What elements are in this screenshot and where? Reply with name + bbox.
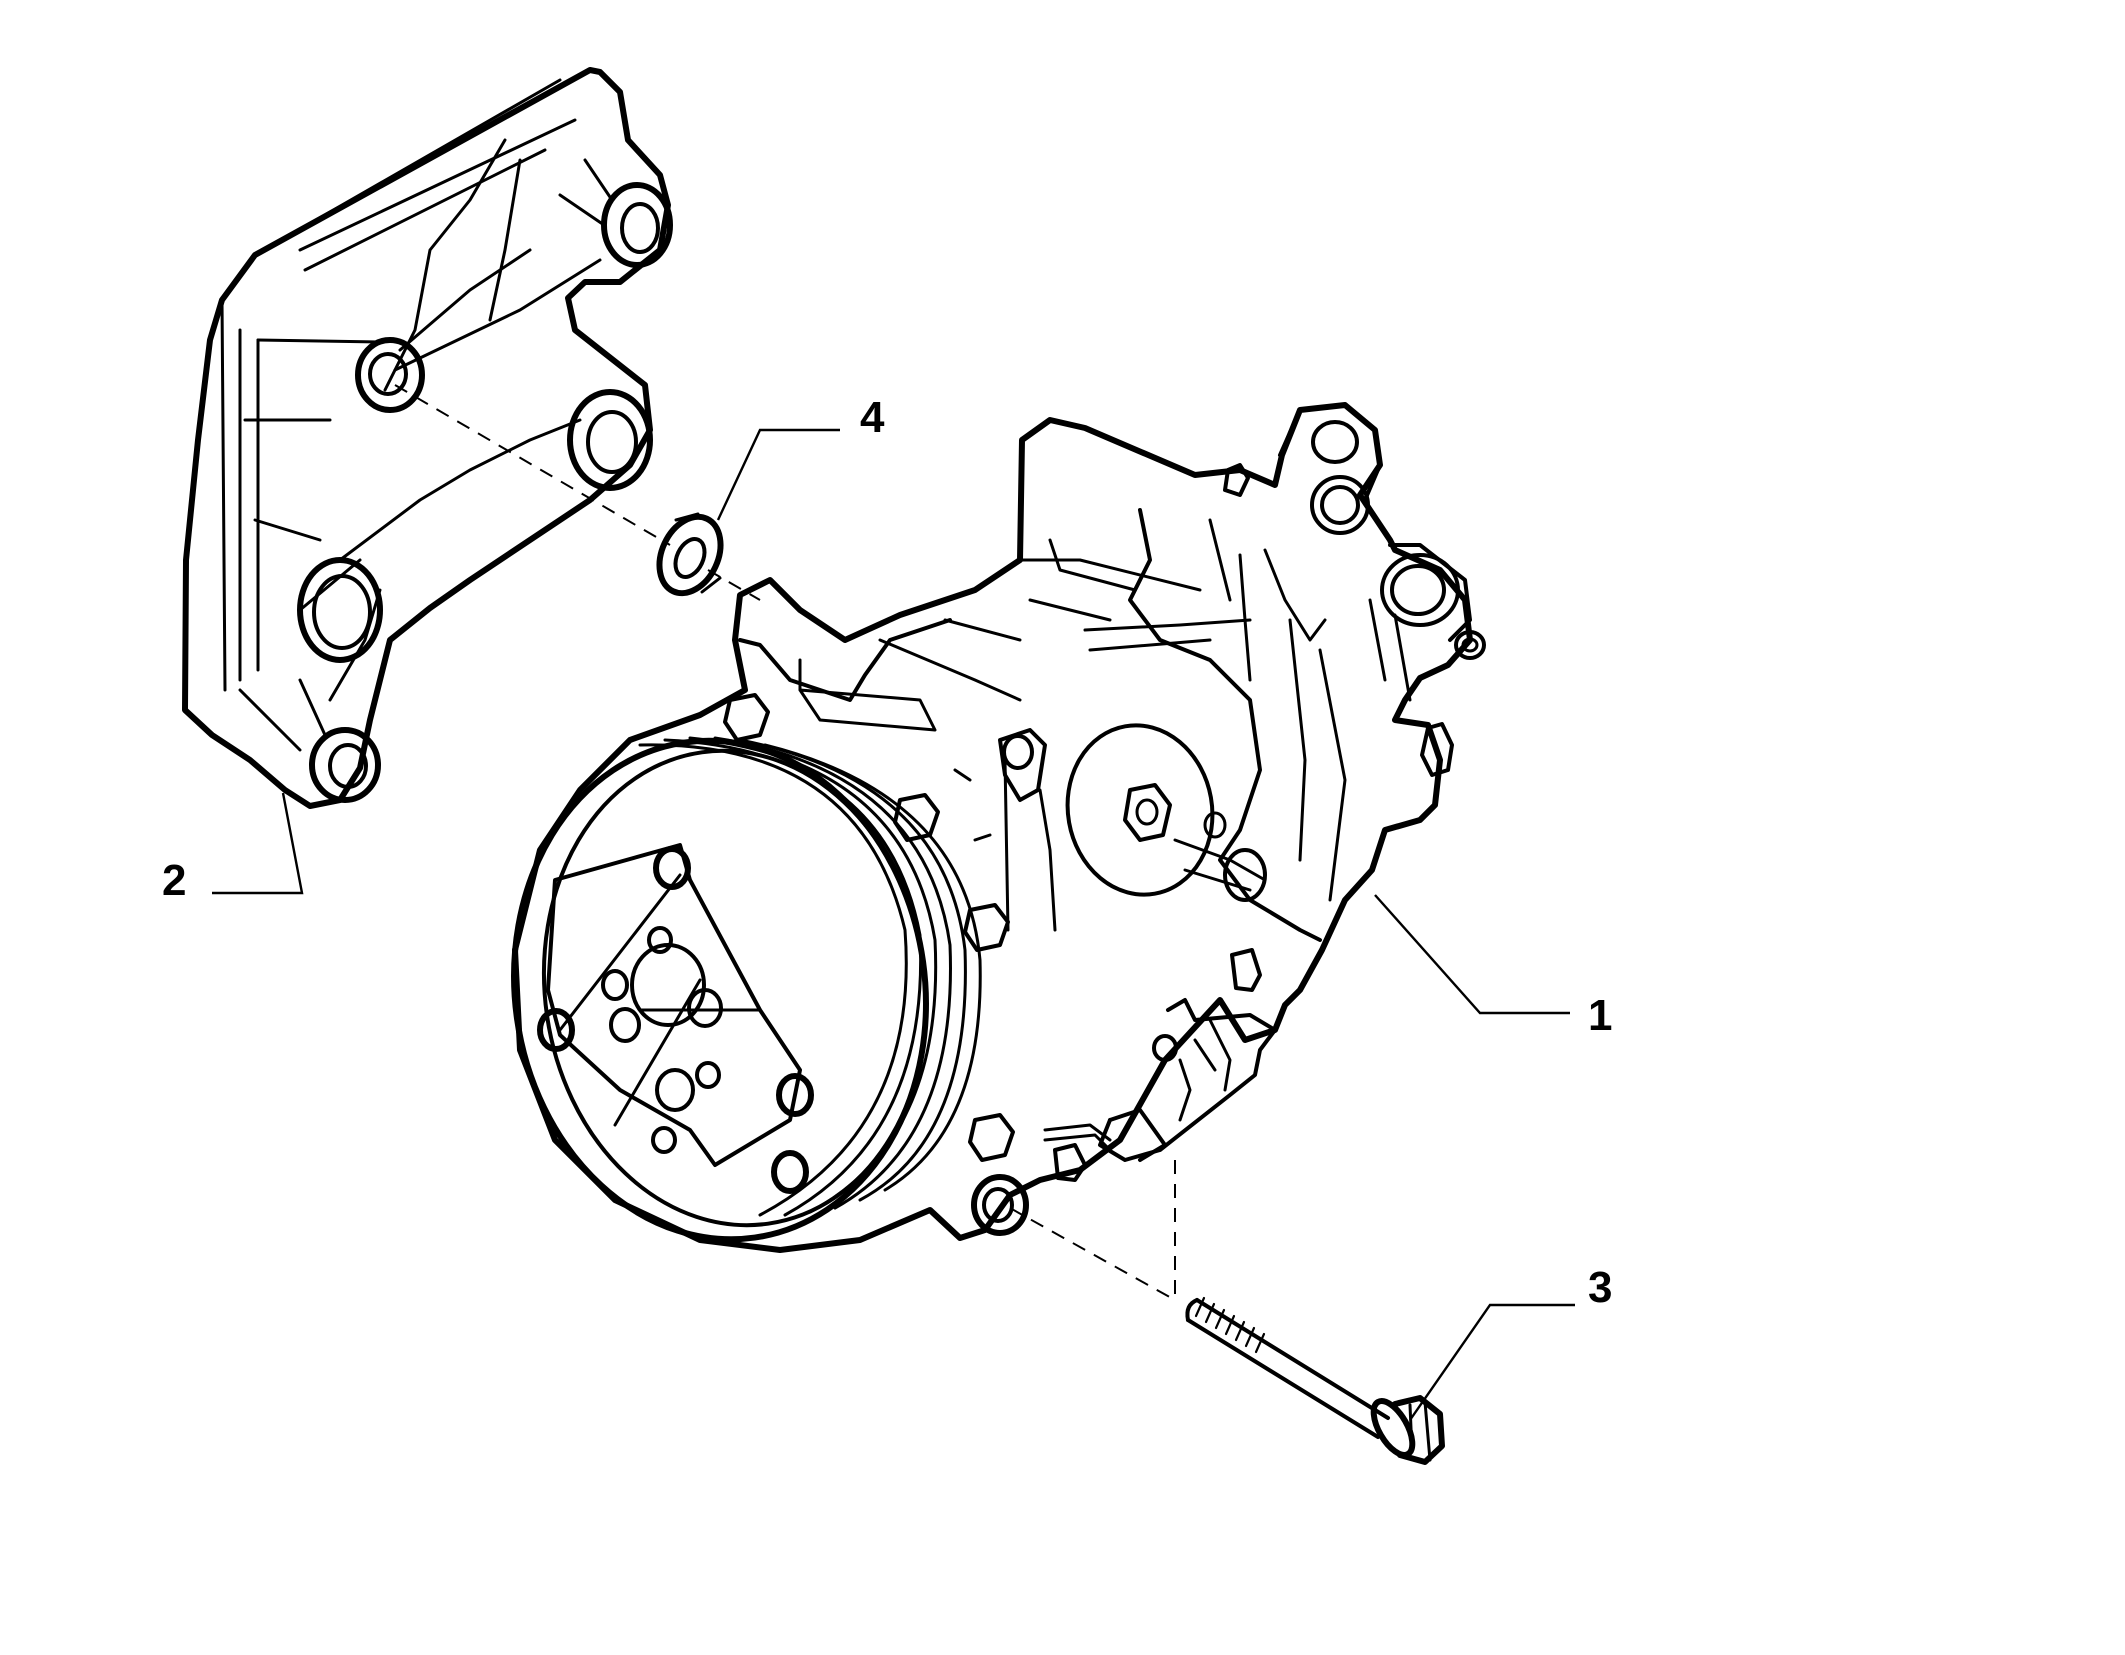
callout-2: 2 bbox=[162, 856, 186, 905]
leader-line-3 bbox=[1409, 1303, 1575, 1421]
leader-line-4 bbox=[716, 428, 840, 521]
mounting-bracket[interactable] bbox=[182, 67, 673, 809]
callout-1: 1 bbox=[1588, 991, 1612, 1040]
leader-line-1 bbox=[1374, 894, 1570, 1015]
callout-3: 3 bbox=[1588, 1263, 1612, 1312]
leader-lines bbox=[212, 428, 1575, 1421]
ac-compressor[interactable] bbox=[482, 402, 1486, 1266]
callout-4: 4 bbox=[860, 393, 885, 442]
callout-labels: 1 2 3 4 bbox=[162, 393, 1612, 1312]
spacer-washer[interactable] bbox=[648, 507, 733, 603]
mounting-bolt[interactable] bbox=[1185, 1296, 1445, 1465]
assembly-guide-lines bbox=[394, 384, 1176, 1301]
leader-line-2 bbox=[212, 792, 304, 895]
